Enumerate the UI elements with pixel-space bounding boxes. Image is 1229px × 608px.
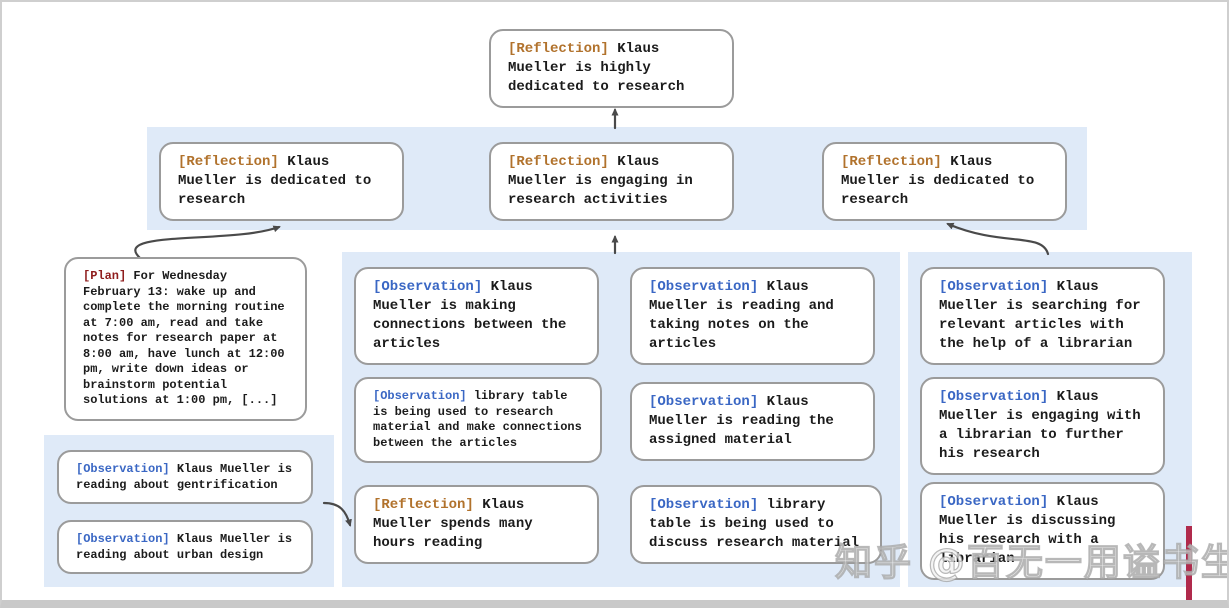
observation-tag: [Observation] — [373, 279, 483, 295]
reflection-tag: [Reflection] — [508, 41, 609, 57]
reflection-tag: [Reflection] — [373, 497, 474, 513]
node-text: Klaus Mueller is dedicated to research — [178, 154, 372, 208]
observation-tag: [Observation] — [939, 494, 1049, 510]
zhihu-watermark: 知乎 @百无一用谥书生 — [834, 540, 1229, 584]
node-obs-searching-articles: [Observation] Klaus Mueller is searching… — [920, 267, 1165, 365]
observation-tag: [Observation] — [649, 279, 759, 295]
node-obs-gentrification: [Observation] Klaus Mueller is reading a… — [57, 450, 313, 504]
node-reflection-engaging: [Reflection] Klaus Mueller is engaging i… — [489, 142, 734, 221]
observation-tag: [Observation] — [76, 532, 170, 546]
node-obs-urban-design: [Observation] Klaus Mueller is reading a… — [57, 520, 313, 574]
node-reflection-dedicated-right: [Reflection] Klaus Mueller is dedicated … — [822, 142, 1067, 221]
node-text: Klaus Mueller is searching for relevant … — [939, 279, 1141, 352]
plan-tag: [Plan] — [83, 269, 127, 283]
node-text: Klaus Mueller is reading about urban des… — [76, 532, 293, 562]
node-reflection-hours-reading: [Reflection] Klaus Mueller spends many h… — [354, 485, 599, 564]
node-text: Klaus Mueller is dedicated to research — [841, 154, 1035, 208]
node-text: Klaus Mueller is reading and taking note… — [649, 279, 834, 352]
node-text: library table is being used to research … — [373, 389, 582, 450]
observation-tag: [Observation] — [939, 279, 1049, 295]
node-text: library table is being used to discuss r… — [649, 497, 860, 551]
node-obs-engaging-librarian: [Observation] Klaus Mueller is engaging … — [920, 377, 1165, 475]
node-text: Klaus Mueller is making connections betw… — [373, 279, 567, 352]
observation-tag: [Observation] — [649, 497, 759, 513]
observation-tag: [Observation] — [939, 389, 1049, 405]
node-text: Klaus Mueller spends many hours reading — [373, 497, 533, 551]
red-edge-bar — [1186, 526, 1192, 600]
node-obs-assigned-material: [Observation] Klaus Mueller is reading t… — [630, 382, 875, 461]
node-text: Klaus Mueller is highly dedicated to res… — [508, 41, 685, 95]
node-text: Klaus Mueller is discussing his research… — [939, 494, 1116, 567]
node-obs-taking-notes: [Observation] Klaus Mueller is reading a… — [630, 267, 875, 365]
arrow-plan-to-reflection-left — [134, 225, 281, 260]
node-text: Klaus Mueller is reading the assigned ma… — [649, 394, 834, 448]
node-obs-making-connections: [Observation] Klaus Mueller is making co… — [354, 267, 599, 365]
node-text: Klaus Mueller is reading about gentrific… — [76, 462, 293, 492]
node-plan-wednesday: [Plan] For Wednesday February 13: wake u… — [64, 257, 307, 421]
reflection-tag: [Reflection] — [178, 154, 279, 170]
node-obs-library-table-research: [Observation] library table is being use… — [354, 377, 602, 463]
node-text: For Wednesday February 13: wake up and c… — [83, 269, 285, 407]
node-reflection-dedicated-left: [Reflection] Klaus Mueller is dedicated … — [159, 142, 404, 221]
node-obs-library-table-discuss: [Observation] library table is being use… — [630, 485, 882, 564]
reflection-tag: [Reflection] — [841, 154, 942, 170]
observation-tag: [Observation] — [76, 462, 170, 476]
node-root-reflection: [Reflection] Klaus Mueller is highly ded… — [489, 29, 734, 108]
reflection-tag: [Reflection] — [508, 154, 609, 170]
node-text: Klaus Mueller is engaging with a librari… — [939, 389, 1141, 462]
node-text: Klaus Mueller is engaging in research ac… — [508, 154, 693, 208]
node-obs-discussing-librarian: [Observation] Klaus Mueller is discussin… — [920, 482, 1165, 580]
observation-tag: [Observation] — [649, 394, 759, 410]
observation-tag: [Observation] — [373, 389, 467, 403]
